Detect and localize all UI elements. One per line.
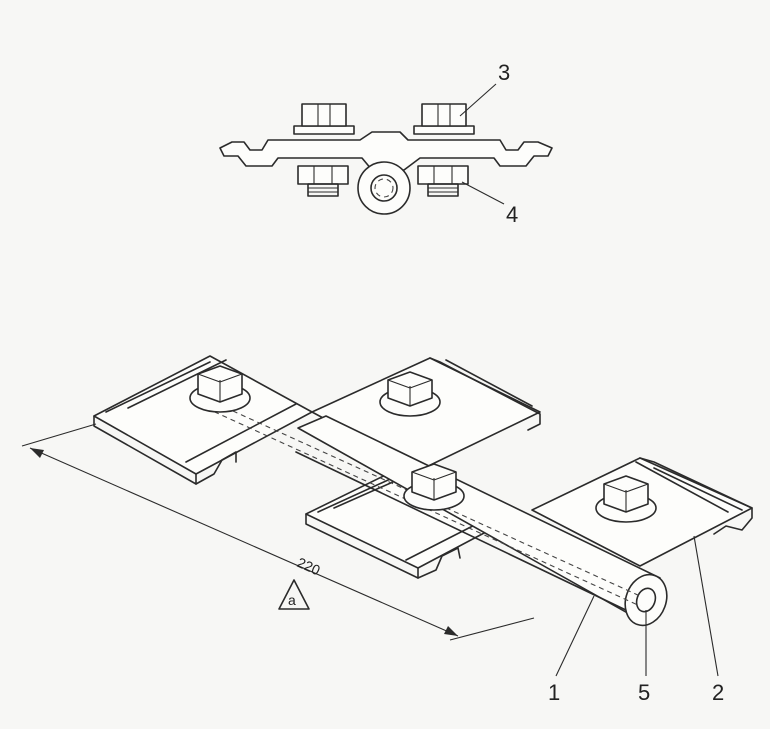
bolt-4 xyxy=(595,475,657,523)
hinge-barrel xyxy=(199,395,668,627)
callout-2: 2 xyxy=(712,680,724,705)
callout-1: 1 xyxy=(548,680,560,705)
top-hinge-barrel xyxy=(357,161,411,215)
top-plate-profile xyxy=(219,131,553,171)
datum-marker: a xyxy=(278,579,310,610)
bolt-2 xyxy=(379,371,441,417)
callout-4: 4 xyxy=(506,202,518,227)
bolt-1 xyxy=(189,365,251,413)
callout-3: 3 xyxy=(498,60,510,85)
plate-segment-b xyxy=(311,357,541,479)
dimension-220: 220 xyxy=(21,423,535,641)
top-left-nut xyxy=(297,165,349,197)
callout-5: 5 xyxy=(638,680,650,705)
isometric-view: 220 a 1 5 2 xyxy=(21,355,753,705)
top-hinge-pin-hidden xyxy=(374,178,394,198)
leader-2 xyxy=(693,535,719,677)
top-left-bolt xyxy=(293,103,355,135)
leader-3 xyxy=(459,83,497,117)
bolt-3 xyxy=(403,463,465,511)
datum-letter: a xyxy=(288,592,296,608)
top-hinge-pin xyxy=(370,174,398,202)
leader-1 xyxy=(555,595,595,677)
top-right-bolt xyxy=(413,103,475,135)
leader-4 xyxy=(461,181,505,205)
top-right-nut xyxy=(417,165,469,197)
top-section-view: 3 4 xyxy=(219,60,553,227)
